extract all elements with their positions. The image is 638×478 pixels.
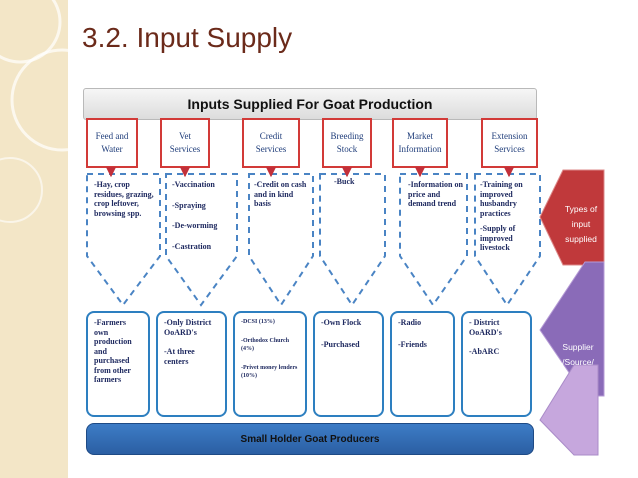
- input-types-extension: -Training on improved husbandry practice…: [480, 180, 536, 259]
- source-item: -Farmers own production and purchased fr…: [94, 318, 132, 384]
- input-item: -De-worming: [172, 221, 218, 230]
- input-item: -Training on improved husbandry practice…: [480, 180, 523, 218]
- source-item: - District OoARD's: [469, 318, 502, 337]
- supplier-label: Supplier /Source/: [562, 342, 594, 367]
- category-vet-services: Vet Services: [160, 118, 210, 168]
- lower-shape: [539, 364, 599, 456]
- input-types-market-info: -Information on price and demand trend: [408, 180, 464, 215]
- diagram-header-text: Inputs Supplied For Goat Production: [187, 96, 433, 112]
- source-item: -DCSI (13%): [241, 319, 275, 325]
- source-item: -Own Flock: [321, 318, 362, 327]
- input-types-breeding: -Buck: [334, 177, 380, 193]
- input-pentagon-3: [248, 173, 314, 307]
- decorative-sidebar: [0, 0, 68, 478]
- source-box-extension: - District OoARD's -AbARC: [461, 311, 532, 417]
- source-item: -At three centers: [164, 347, 195, 366]
- diagram-header: Inputs Supplied For Goat Production: [83, 88, 537, 120]
- source-box-credit: -DCSI (13%) -Orthodox Church (4%) -Prive…: [233, 311, 307, 417]
- input-types-vet-services: -Vaccination -Spraying -De-worming -Cast…: [172, 180, 234, 257]
- footer-bar: Small Holder Goat Producers: [86, 423, 534, 455]
- source-box-breeding: -Own Flock -Purchased: [313, 311, 384, 417]
- types-label: Types of input supplied: [564, 204, 598, 244]
- input-pentagon-5: [399, 173, 468, 307]
- input-item: -Credit on cash and in kind basis: [254, 180, 307, 208]
- input-item: -Supply of improved livestock: [480, 224, 516, 252]
- input-types-feed-water: -Hay, crop residues, grazing, crop lefto…: [94, 180, 156, 224]
- input-item: -Hay, crop residues, grazing, crop lefto…: [94, 180, 154, 218]
- sidebar-circles: [0, 0, 68, 223]
- input-item: -Vaccination: [172, 180, 215, 189]
- input-pentagon-6: [474, 173, 541, 307]
- source-box-feed-water: -Farmers own production and purchased fr…: [86, 311, 150, 417]
- source-item: -Only District OoARD's: [164, 318, 212, 337]
- source-item: -Friends: [398, 339, 427, 349]
- input-pentagon-1: [86, 173, 161, 307]
- category-market-information: Market Information: [392, 118, 448, 168]
- source-item: -Purchased: [321, 339, 360, 349]
- source-item: -Privet money lenders (10%): [241, 365, 298, 379]
- source-box-market-info: -Radio -Friends: [390, 311, 455, 417]
- slide-title: 3.2. Input Supply: [82, 22, 293, 53]
- footer-text: Small Holder Goat Producers: [240, 433, 380, 445]
- source-item: -Orthodox Church (4%): [241, 338, 290, 352]
- source-box-vet: -Only District OoARD's -At three centers: [156, 311, 227, 417]
- category-credit-services: Credit Services: [242, 118, 300, 168]
- input-item: -Information on price and demand trend: [408, 180, 463, 208]
- category-feed-water: Feed and Water: [86, 118, 138, 168]
- input-pentagon-2: [165, 173, 238, 307]
- category-extension-services: Extension Services: [481, 118, 538, 168]
- input-item: -Spraying: [172, 200, 206, 210]
- input-item: -Buck: [334, 177, 355, 186]
- source-item: -AbARC: [469, 347, 500, 356]
- input-pentagon-4: [319, 173, 386, 307]
- input-types-credit: -Credit on cash and in kind basis: [254, 180, 310, 215]
- source-item: -Radio: [398, 318, 422, 327]
- input-item: -Castration: [172, 241, 212, 251]
